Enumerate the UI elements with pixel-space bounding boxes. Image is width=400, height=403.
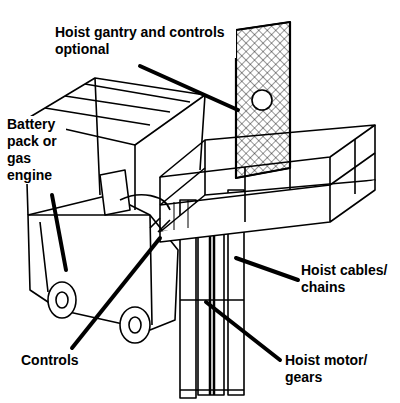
part-label: Battery pack or gas engine [6,116,66,184]
leader-lines [52,66,298,360]
part-label: Hoist gantry and controls optional [54,24,236,58]
part-label: Hoist cables/ chains [300,262,398,296]
part-label: Hoist motor/ gears [284,352,386,386]
part-label: Controls [20,352,112,369]
